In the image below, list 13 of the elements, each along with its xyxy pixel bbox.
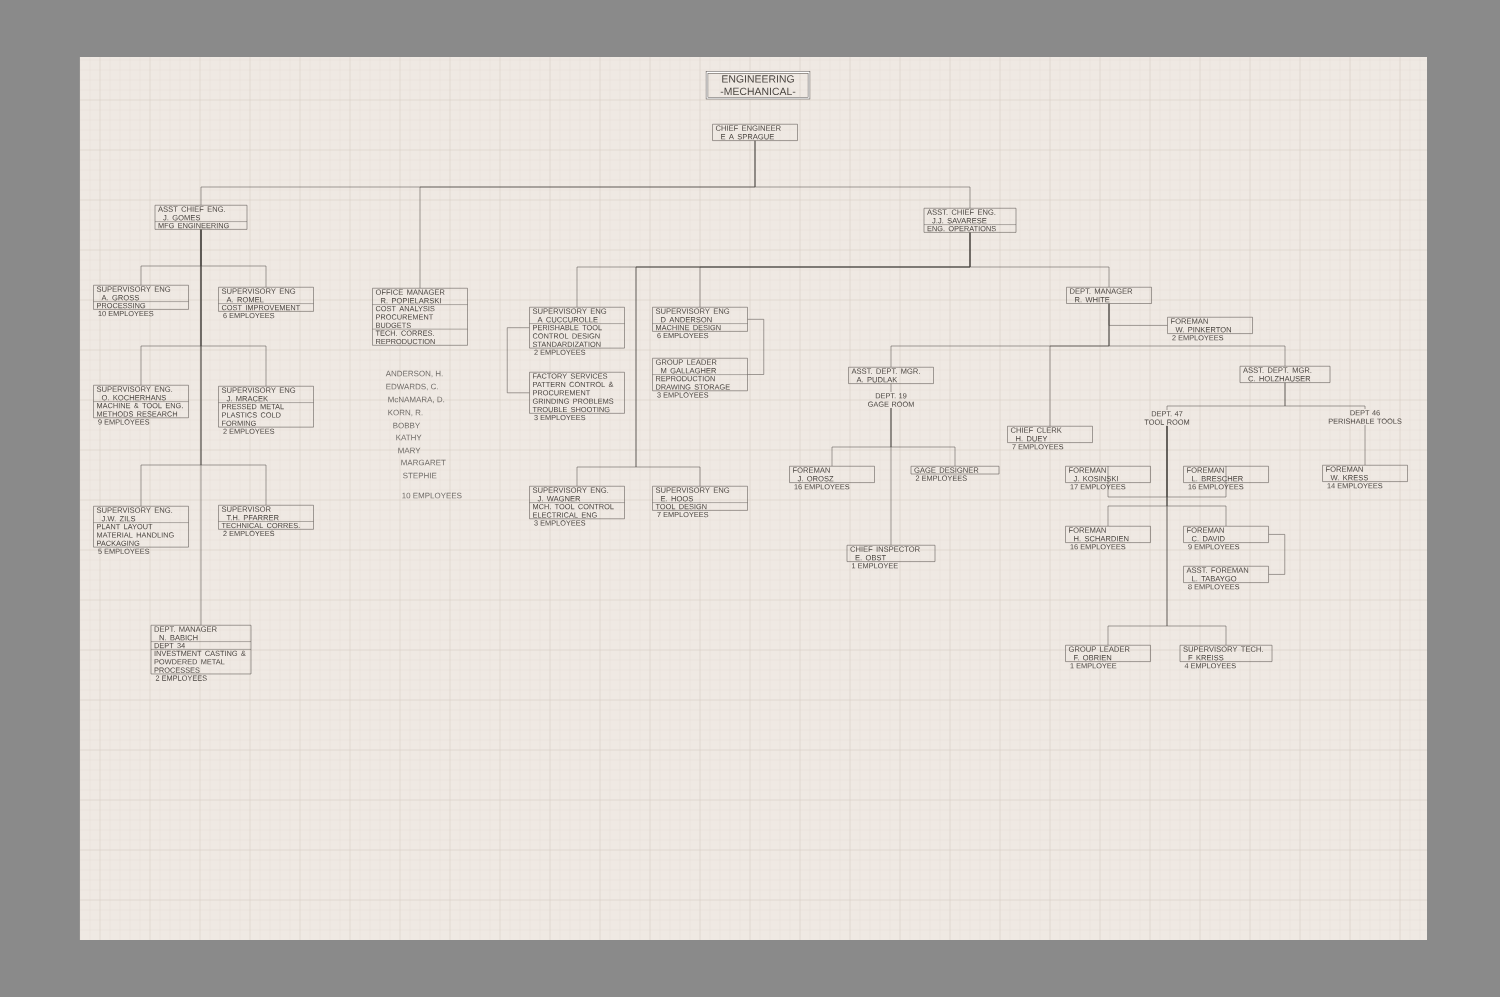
connector-line — [1108, 303, 1286, 367]
connector-line — [1364, 424, 1366, 466]
connector-line — [890, 383, 892, 393]
connector-line — [1284, 382, 1366, 410]
connector-line — [1268, 534, 1285, 575]
connector-line — [890, 407, 892, 546]
connector-line — [747, 319, 764, 375]
connector-line — [969, 232, 1110, 288]
title-box: ENGINEERING -MECHANICAL- — [705, 71, 811, 100]
connector-line — [754, 140, 971, 209]
connector-line — [1166, 425, 1227, 646]
connector-line — [507, 327, 530, 394]
connector-line — [200, 229, 202, 626]
